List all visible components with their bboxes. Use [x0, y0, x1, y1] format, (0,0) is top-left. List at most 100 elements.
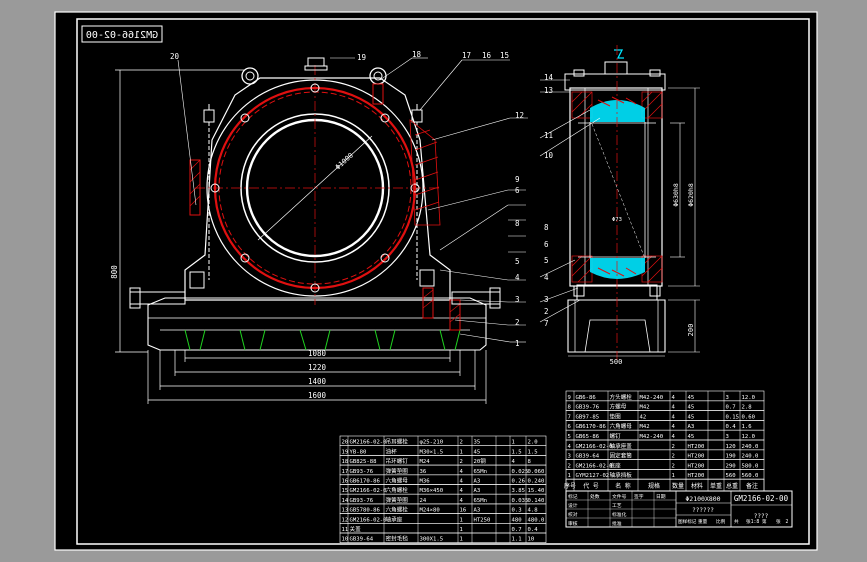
bom-cell: 4	[460, 469, 464, 475]
bom-cell: 20	[342, 440, 349, 446]
balloon-6: 6	[515, 186, 520, 195]
ring-bolt-holes	[210, 83, 420, 293]
bom-cell: M42-240	[640, 395, 664, 401]
bom-cell: 2	[672, 444, 675, 450]
bom-cell: 底座	[610, 461, 622, 469]
bom-cell: 7	[568, 414, 571, 420]
bom-cell: 5	[568, 434, 571, 440]
bom-cell: M30×1.5	[420, 449, 444, 455]
bom-cell: 轴承座盖	[610, 442, 633, 450]
title-block-label: 校对	[568, 511, 578, 518]
bom-cell: GB93-76	[350, 469, 374, 475]
title-block-label: 审核	[568, 520, 578, 527]
bom-cell: 14	[342, 498, 349, 504]
bom-cell: 240.0	[742, 454, 759, 460]
bom-cell: 2.0	[528, 440, 538, 446]
bom-cell: GB825-88	[350, 459, 378, 465]
bom-cell: A3	[688, 424, 695, 430]
title-block-label: 签字	[634, 493, 644, 500]
bom-cell: 3	[726, 395, 729, 401]
bom-cell: 1	[568, 473, 571, 479]
bom-cell: 0.60	[742, 414, 755, 420]
bom-cell: 方螺母	[610, 403, 627, 411]
bom-cell: 15	[342, 488, 349, 494]
bom-cell: 垫圈	[610, 412, 622, 420]
balloon-r14: 14	[544, 73, 554, 82]
mirrored-code-text: GM2166-02-00	[86, 30, 158, 41]
balloon-19: 19	[357, 53, 366, 62]
bom-cell: 六角螺母	[386, 477, 409, 485]
bom-cell: 0.140	[528, 498, 545, 504]
balloon-r6: 6	[544, 240, 549, 249]
bom-cell: 0.4	[528, 527, 539, 533]
bom-cell: 0.26	[512, 479, 525, 485]
bom-cell: 轴承座	[386, 515, 403, 523]
balloon-17: 17	[462, 51, 471, 60]
bom-cell: 35	[474, 440, 481, 446]
bom-cell: 240.0	[742, 444, 759, 450]
balloon-1: 1	[515, 339, 520, 348]
dim-800: 800	[110, 265, 119, 279]
outer-border	[54, 11, 818, 551]
bom-cell: GB39-76	[576, 405, 600, 411]
dim-1080: 1080	[308, 349, 327, 358]
bom-cell: 16	[342, 479, 349, 485]
bom-cell: 2	[672, 454, 675, 460]
bom-cell: 密封毛毡	[386, 535, 409, 543]
title-question-marks-b: ????	[754, 513, 769, 520]
title-block-label: 标记	[568, 493, 578, 500]
bom-cell: 120	[726, 444, 736, 450]
balloon-r8: 8	[544, 223, 549, 232]
bom-cell: HT200	[688, 454, 705, 460]
bom-cell: GM2166-02-0	[350, 488, 387, 494]
dim-1400: 1400	[308, 377, 327, 386]
bom-cell: YB-80	[350, 449, 367, 455]
bom-cell: 关盖	[350, 525, 362, 533]
title-question-marks-a: ??????	[692, 507, 714, 514]
bom-cell: GM2166-02-0	[350, 440, 387, 446]
mirrored-code-box: GM2166-02-00	[81, 25, 163, 43]
cap-bolts	[203, 104, 423, 280]
bom-cell: 1.5	[512, 449, 522, 455]
bom-cell: 9	[568, 395, 571, 401]
dim-phi-small: Φ73	[612, 217, 622, 223]
bom-cell: 580.0	[742, 463, 759, 469]
balloon-labels: 20 19 18 17 16 15 12 9 8 6 5 4 3 2 1 14 …	[170, 50, 554, 348]
bom-cell: 4.8	[528, 508, 539, 514]
bom-header-cell: 名 称	[615, 482, 631, 490]
bom-cell: 24	[420, 498, 427, 504]
balloon-12: 12	[515, 111, 524, 120]
bom-header-cell: 序号	[564, 482, 576, 490]
bom-cell: 2	[568, 463, 571, 469]
bom-cell: GB65-86	[576, 434, 600, 440]
balloon-2: 2	[515, 318, 520, 327]
bom-cell: 0.060	[528, 469, 545, 475]
balloon-4: 4	[515, 273, 520, 282]
title-block: 标记处数文件号签字日期设计校对审核工艺标准化批准图样标记重量比例共张第张Φ210…	[565, 490, 793, 528]
bom-cell: M24×80	[420, 508, 440, 514]
bom-cell: 0.4	[726, 424, 737, 430]
front-dimensions	[115, 69, 487, 404]
title-block-label: 文件号	[612, 493, 627, 500]
dim-500: 500	[610, 358, 623, 366]
bom-cell: 4	[672, 405, 676, 411]
bom-cell: 300X1.5	[420, 537, 444, 543]
title-block-field: 张	[776, 518, 781, 525]
dim-1600: 1600	[308, 391, 327, 400]
bom-cell: 4	[672, 395, 676, 401]
bom-cell: 36	[420, 469, 427, 475]
balloon-5: 5	[515, 257, 520, 266]
bom-cell: 15.40	[528, 488, 545, 494]
bom-cell: 3	[568, 454, 571, 460]
bom-cell: 45	[474, 449, 481, 455]
balloon-r7: 7	[544, 319, 549, 328]
bom-cell: HT200	[688, 444, 705, 450]
bom-cell: 弹簧垫圈	[386, 467, 409, 475]
bom-cell: 560.0	[742, 473, 759, 479]
balloon-18: 18	[412, 50, 422, 59]
